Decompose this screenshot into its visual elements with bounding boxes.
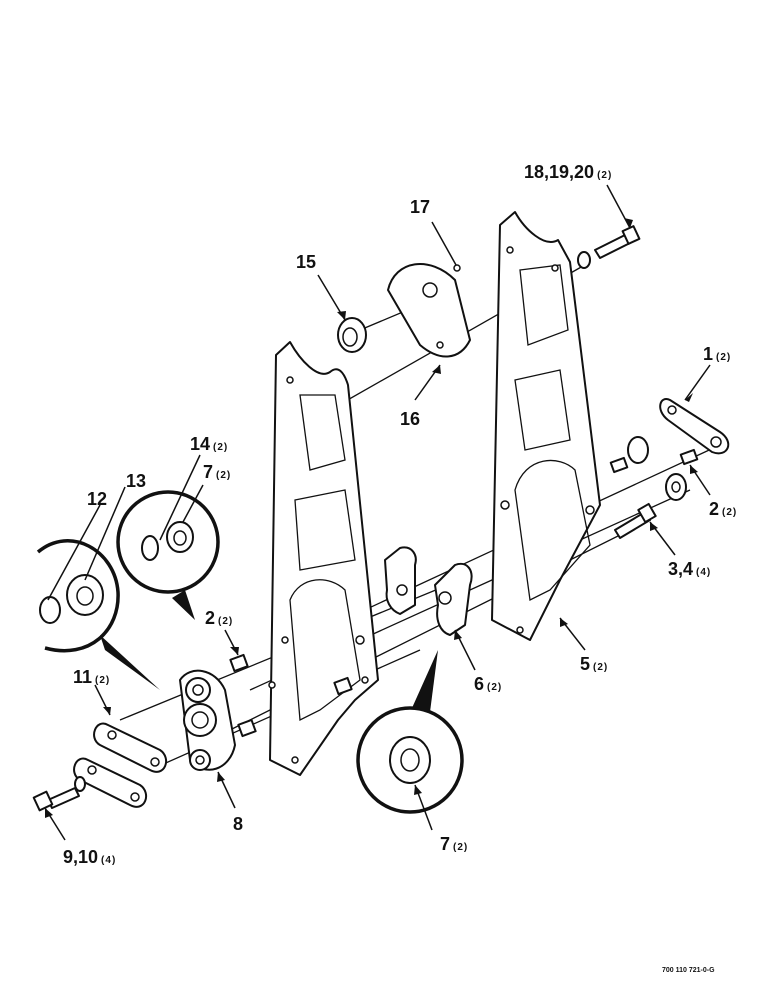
link-1 (659, 398, 730, 455)
pivot-bracket-6 (384, 546, 473, 636)
callout-7-lower: 7(2) (440, 834, 468, 854)
bearing-15 (337, 317, 367, 353)
callout-arrows (44, 184, 711, 841)
callout-8: 8 (233, 814, 243, 834)
detail-circle-bearing-7 (356, 650, 464, 814)
callout-2-left: 2(2) (205, 608, 233, 628)
callout-11: 11(2) (73, 667, 110, 687)
left-side-plate (268, 341, 379, 776)
callout-labels: 18,19,20(2) 17 15 16 1(2) 14(2) 7(2) 13 … (63, 162, 737, 867)
detail-circle-bearing-12-13 (36, 539, 160, 690)
right-side-plate (491, 211, 601, 641)
bolt-9-10 (32, 776, 86, 812)
callout-1: 1(2) (703, 344, 731, 364)
figure-number: 700 110 721-0-G (662, 967, 715, 974)
bolt-18-19-20 (577, 225, 641, 269)
callout-14: 14(2) (190, 434, 228, 454)
callout-12: 12 (87, 489, 107, 509)
links-11 (73, 722, 168, 808)
flange-assembly-8 (179, 669, 236, 771)
callout-18-19-20: 18,19,20(2) (524, 162, 612, 182)
callout-15: 15 (296, 252, 316, 272)
bearing-housing (387, 263, 471, 358)
bolt-3-4 (614, 502, 657, 539)
spacers-left (229, 653, 353, 738)
callout-5: 5(2) (580, 654, 608, 674)
callout-2-right: 2(2) (709, 499, 737, 519)
flange-right (609, 436, 699, 501)
detail-circle-bearing-7-14 (116, 490, 220, 620)
callout-9-10: 9,10(4) (63, 847, 116, 867)
callout-6: 6(2) (474, 674, 502, 694)
callout-3-4: 3,4(4) (668, 559, 711, 579)
callout-13: 13 (126, 471, 146, 491)
callout-7-upper: 7(2) (203, 462, 231, 482)
callout-17: 17 (410, 197, 430, 217)
callout-16: 16 (400, 409, 420, 429)
